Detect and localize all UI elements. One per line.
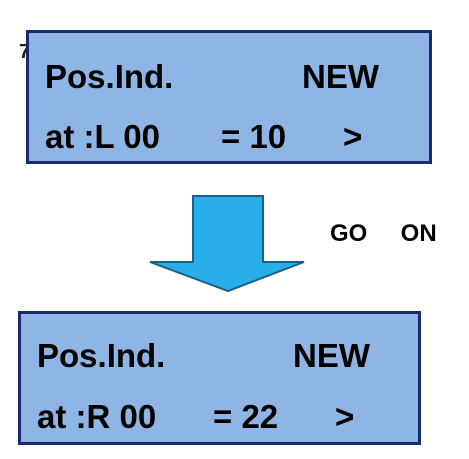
- display-next-indicator: >: [343, 118, 363, 155]
- display-address: at :L 00: [45, 118, 160, 155]
- display-next-indicator: >: [335, 398, 355, 435]
- lcd-display-after: Pos.Ind. NEW at :R 00 = 22 >: [18, 311, 421, 445]
- arrow-down-icon: [149, 195, 305, 293]
- display-value: = 10: [221, 118, 287, 155]
- lcd-display-before: Pos.Ind. NEW at :L 00 = 10 >: [26, 30, 432, 164]
- display-status: NEW: [302, 58, 379, 95]
- display-status: NEW: [293, 337, 370, 374]
- display-title: Pos.Ind.: [45, 58, 174, 95]
- display-address: at :R 00: [37, 398, 157, 435]
- display-title: Pos.Ind.: [37, 337, 166, 374]
- stray-mark: 7: [19, 41, 31, 63]
- display-value: = 22: [213, 398, 279, 435]
- go-on-label: GO ON: [330, 220, 437, 247]
